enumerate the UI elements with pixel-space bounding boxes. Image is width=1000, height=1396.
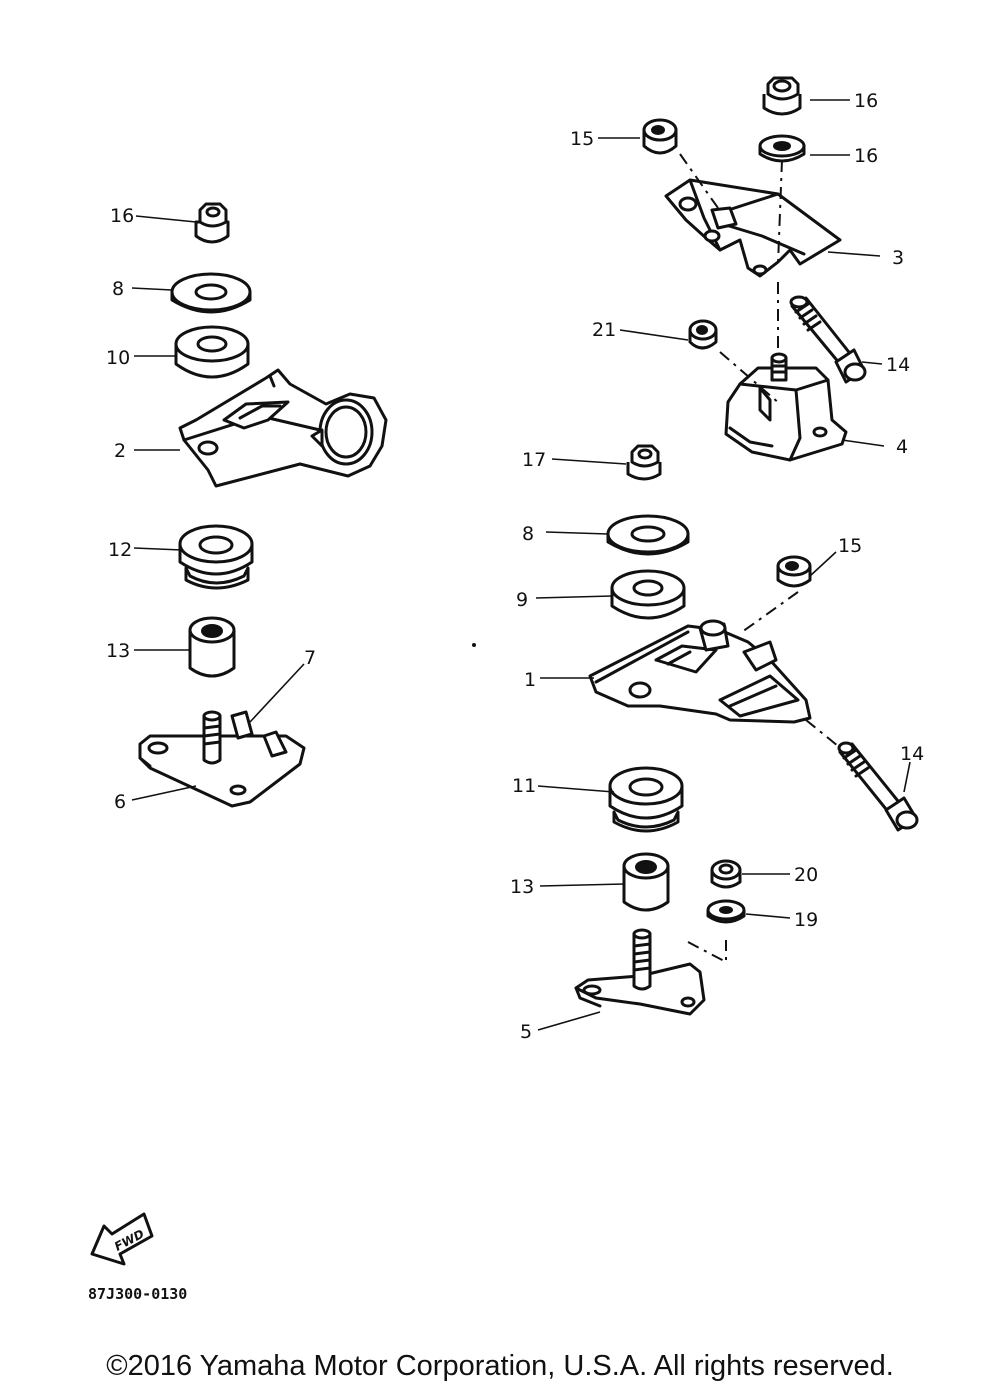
part-8-washer-right bbox=[606, 514, 690, 556]
part-6-mount-plate bbox=[138, 710, 306, 808]
part-14-bolt-lower bbox=[837, 741, 919, 832]
part-5-mount-plate bbox=[574, 928, 706, 1016]
fwd-arrow-icon: FWD bbox=[90, 1212, 154, 1266]
leader-lines bbox=[131, 99, 911, 1031]
callout-12: 12 bbox=[108, 539, 132, 561]
callout-20: 20 bbox=[794, 864, 818, 886]
callout-15-top: 15 bbox=[570, 128, 594, 150]
part-12-grommet bbox=[178, 524, 254, 590]
callout-15-right: 15 bbox=[838, 535, 862, 557]
callout-8-right: 8 bbox=[522, 523, 534, 545]
callout-14-lower: 14 bbox=[900, 743, 924, 765]
part-13-collar-right bbox=[622, 852, 670, 912]
part-16-nut-left bbox=[194, 202, 230, 244]
callout-1: 1 bbox=[524, 669, 536, 691]
callout-19: 19 bbox=[794, 909, 818, 931]
part-13-collar-left bbox=[188, 616, 236, 678]
callout-labels: 15 16 16 3 21 14 4 17 8 15 9 1 14 11 13 … bbox=[106, 90, 924, 1043]
part-4-mount-block bbox=[724, 352, 848, 462]
assembly-lines bbox=[472, 153, 839, 964]
callout-18: 16 bbox=[854, 90, 878, 112]
part-19-washer bbox=[706, 899, 746, 924]
part-15-nut-top bbox=[642, 118, 678, 155]
part-16-nut-right bbox=[626, 444, 662, 481]
part-17-washer bbox=[758, 134, 806, 163]
callout-10: 10 bbox=[106, 347, 130, 369]
part-2-bracket bbox=[178, 368, 388, 488]
callout-16-right: 17 bbox=[522, 449, 546, 471]
callout-11: 11 bbox=[512, 775, 536, 797]
diagram-code: 87J300-0130 bbox=[88, 1285, 187, 1303]
part-8-washer-left bbox=[170, 272, 252, 314]
callout-14-upper: 14 bbox=[886, 354, 910, 376]
part-15-nut-right bbox=[776, 555, 812, 588]
callout-16-left: 16 bbox=[110, 205, 134, 227]
callout-21: 21 bbox=[592, 319, 616, 341]
part-3-bracket bbox=[664, 178, 842, 278]
callout-3: 3 bbox=[892, 247, 904, 269]
part-1-bracket bbox=[588, 619, 812, 724]
part-20-nut bbox=[710, 859, 742, 889]
callout-2: 2 bbox=[114, 440, 126, 462]
copyright-notice: ©2016 Yamaha Motor Corporation, U.S.A. A… bbox=[106, 1350, 894, 1382]
part-14-bolt-upper bbox=[789, 295, 867, 384]
part-9-cushion bbox=[610, 569, 686, 620]
part-10-cushion bbox=[174, 325, 250, 379]
callout-5: 5 bbox=[520, 1021, 532, 1043]
part-11-grommet bbox=[608, 766, 684, 833]
callout-13-left: 13 bbox=[106, 640, 130, 662]
callout-6: 6 bbox=[114, 791, 126, 813]
callout-9: 9 bbox=[516, 589, 528, 611]
callout-17: 16 bbox=[854, 145, 878, 167]
callout-7: 7 bbox=[304, 647, 316, 669]
part-18-nut bbox=[762, 76, 802, 116]
callout-13-right: 13 bbox=[510, 876, 534, 898]
callout-8-left: 8 bbox=[112, 278, 124, 300]
part-21-nut bbox=[688, 319, 718, 350]
callout-4: 4 bbox=[896, 436, 908, 458]
